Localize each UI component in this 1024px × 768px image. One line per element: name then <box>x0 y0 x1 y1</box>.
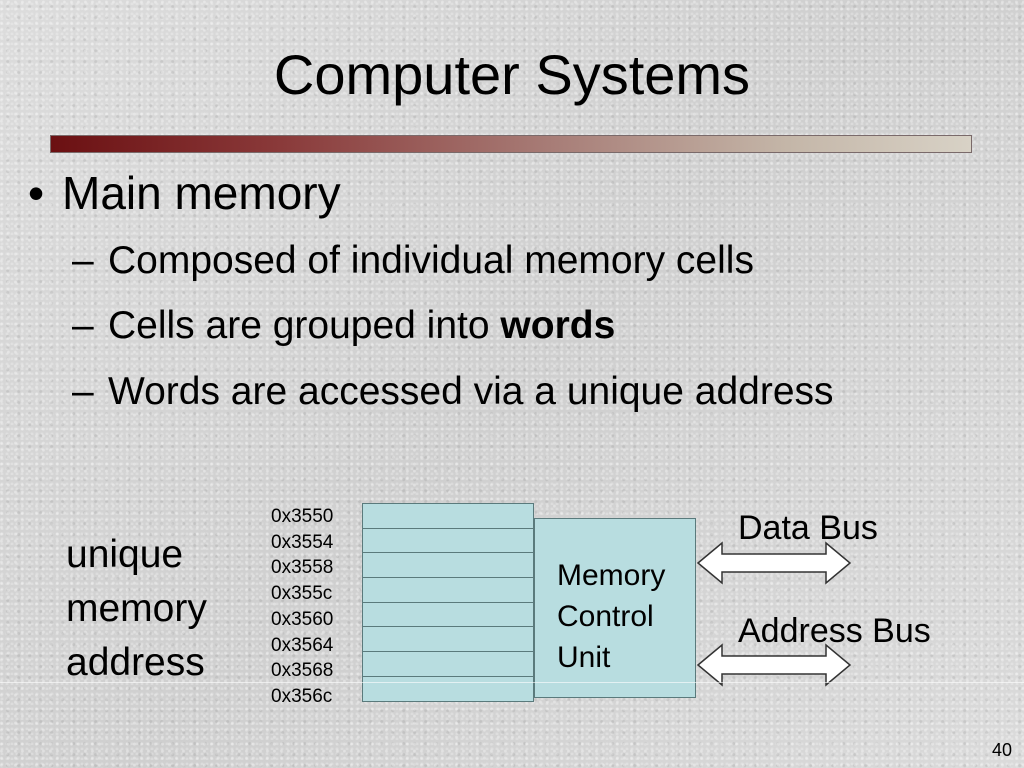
sub-bullet-dash: – <box>72 239 94 282</box>
mcu-label-line: Control <box>557 600 654 633</box>
address-label: 0x3568 <box>271 660 334 682</box>
address-label: 0x355c <box>271 583 333 605</box>
page-number: 40 <box>991 740 1012 760</box>
sub-bullet-bold-word: words <box>500 304 616 347</box>
memory-cell <box>362 503 534 529</box>
memory-cell <box>362 675 534 702</box>
sub-bullet-1: –Composed of individual memory cells <box>72 238 754 284</box>
address-column: 0x3550 0x3554 0x3558 0x355c 0x3560 0x356… <box>271 504 333 710</box>
memory-cell <box>362 651 534 677</box>
address-label: 0x3554 <box>271 531 334 553</box>
slide-title: Computer Systems <box>273 43 751 106</box>
address-bus-arrow <box>696 643 852 687</box>
side-label-line: unique <box>66 533 184 576</box>
address-label: 0x3558 <box>271 557 334 579</box>
memory-cell <box>362 552 534 579</box>
bullet-marker: • <box>28 167 45 219</box>
sub-bullet-text: Cells are grouped into <box>108 304 501 347</box>
memory-cells <box>362 503 534 702</box>
mcu-label-line: Memory <box>557 559 666 592</box>
sub-bullet-text: Words are accessed via a unique address <box>108 370 834 413</box>
sub-bullet-text: Composed of individual memory cells <box>108 239 754 282</box>
bullet-main-memory: • Main memory <box>28 166 341 220</box>
memory-cell <box>362 527 534 554</box>
memory-cell <box>362 601 534 628</box>
address-bus-label: Address Bus <box>738 612 931 650</box>
sub-bullet-dash: – <box>72 370 94 413</box>
address-label: 0x356c <box>271 685 333 707</box>
sub-bullet-2: –Cells are grouped into words <box>72 303 615 349</box>
side-label-line: address <box>66 641 205 684</box>
memory-control-unit-label: Memory Control Unit <box>557 555 665 678</box>
mcu-label-line: Unit <box>557 641 611 674</box>
memory-cell <box>362 577 534 603</box>
address-label: 0x3564 <box>271 634 334 656</box>
side-label-line: memory <box>66 587 207 630</box>
unique-memory-address-label: unique memory address <box>66 528 207 690</box>
sub-bullet-dash: – <box>72 304 94 347</box>
title-divider-bar <box>50 135 972 153</box>
sub-bullet-3: –Words are accessed via a unique address <box>72 369 834 415</box>
data-bus-label: Data Bus <box>738 509 878 547</box>
memory-cell <box>362 626 534 653</box>
memory-control-unit: Memory Control Unit <box>534 518 696 698</box>
data-bus-arrow <box>696 541 852 585</box>
address-label: 0x3550 <box>271 506 334 527</box>
address-label: 0x3560 <box>271 608 334 630</box>
bullet-text: Main memory <box>62 167 341 219</box>
double-arrow-shape <box>696 643 852 687</box>
double-arrow-shape <box>696 541 852 585</box>
divider-line <box>0 682 1024 683</box>
